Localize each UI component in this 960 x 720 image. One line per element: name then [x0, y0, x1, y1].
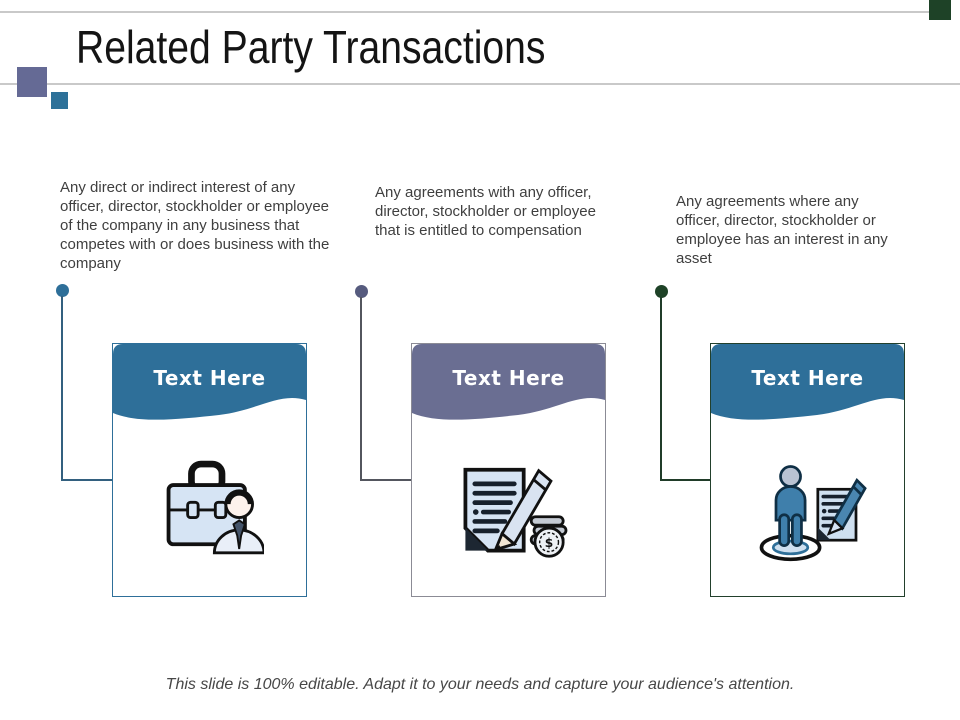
card-2-wave-header [412, 344, 605, 420]
column-2-connector-dot [355, 285, 368, 298]
column-2-connector-vline [360, 297, 362, 481]
column-3-connector-hline [661, 479, 710, 481]
column-3-description[interactable]: Any agreements where any officer, direct… [676, 193, 888, 267]
card-3-label[interactable]: Text Here [751, 366, 864, 390]
column-1-connector-vline [61, 296, 63, 481]
column-2-description[interactable]: Any agreements with any officer, directo… [375, 184, 596, 239]
column-3-connector-vline [660, 297, 662, 481]
corner-square-purple [17, 67, 47, 97]
card-1-label[interactable]: Text Here [153, 366, 266, 390]
column-1-card[interactable]: Text Here [112, 343, 307, 597]
card-2-label[interactable]: Text Here [452, 366, 565, 390]
column-2-card[interactable]: Text Here $ [411, 343, 606, 597]
card-1-wave-header [113, 344, 306, 420]
corner-square-teal [51, 92, 68, 109]
page-title[interactable]: Related Party Transactions [76, 21, 546, 73]
title-divider-line [0, 83, 960, 85]
svg-text:$: $ [545, 536, 554, 550]
column-2-connector-hline [361, 479, 411, 481]
footer-note: This slide is 100% editable. Adapt it to… [165, 676, 795, 693]
column-3-card[interactable]: Text Here [710, 343, 905, 597]
contract-signing-money-icon: $ [463, 467, 568, 558]
column-1-connector-dot [56, 284, 69, 297]
person-target-document-icon [759, 465, 867, 562]
column-3-connector-dot [655, 285, 668, 298]
top-divider-line [0, 11, 930, 13]
column-1-description[interactable]: Any direct or indirect interest of any o… [60, 179, 330, 272]
corner-square-green [929, 0, 951, 20]
businessman-briefcase-icon [166, 460, 264, 555]
column-1-connector-hline [62, 479, 112, 481]
card-3-wave-header [711, 344, 904, 420]
